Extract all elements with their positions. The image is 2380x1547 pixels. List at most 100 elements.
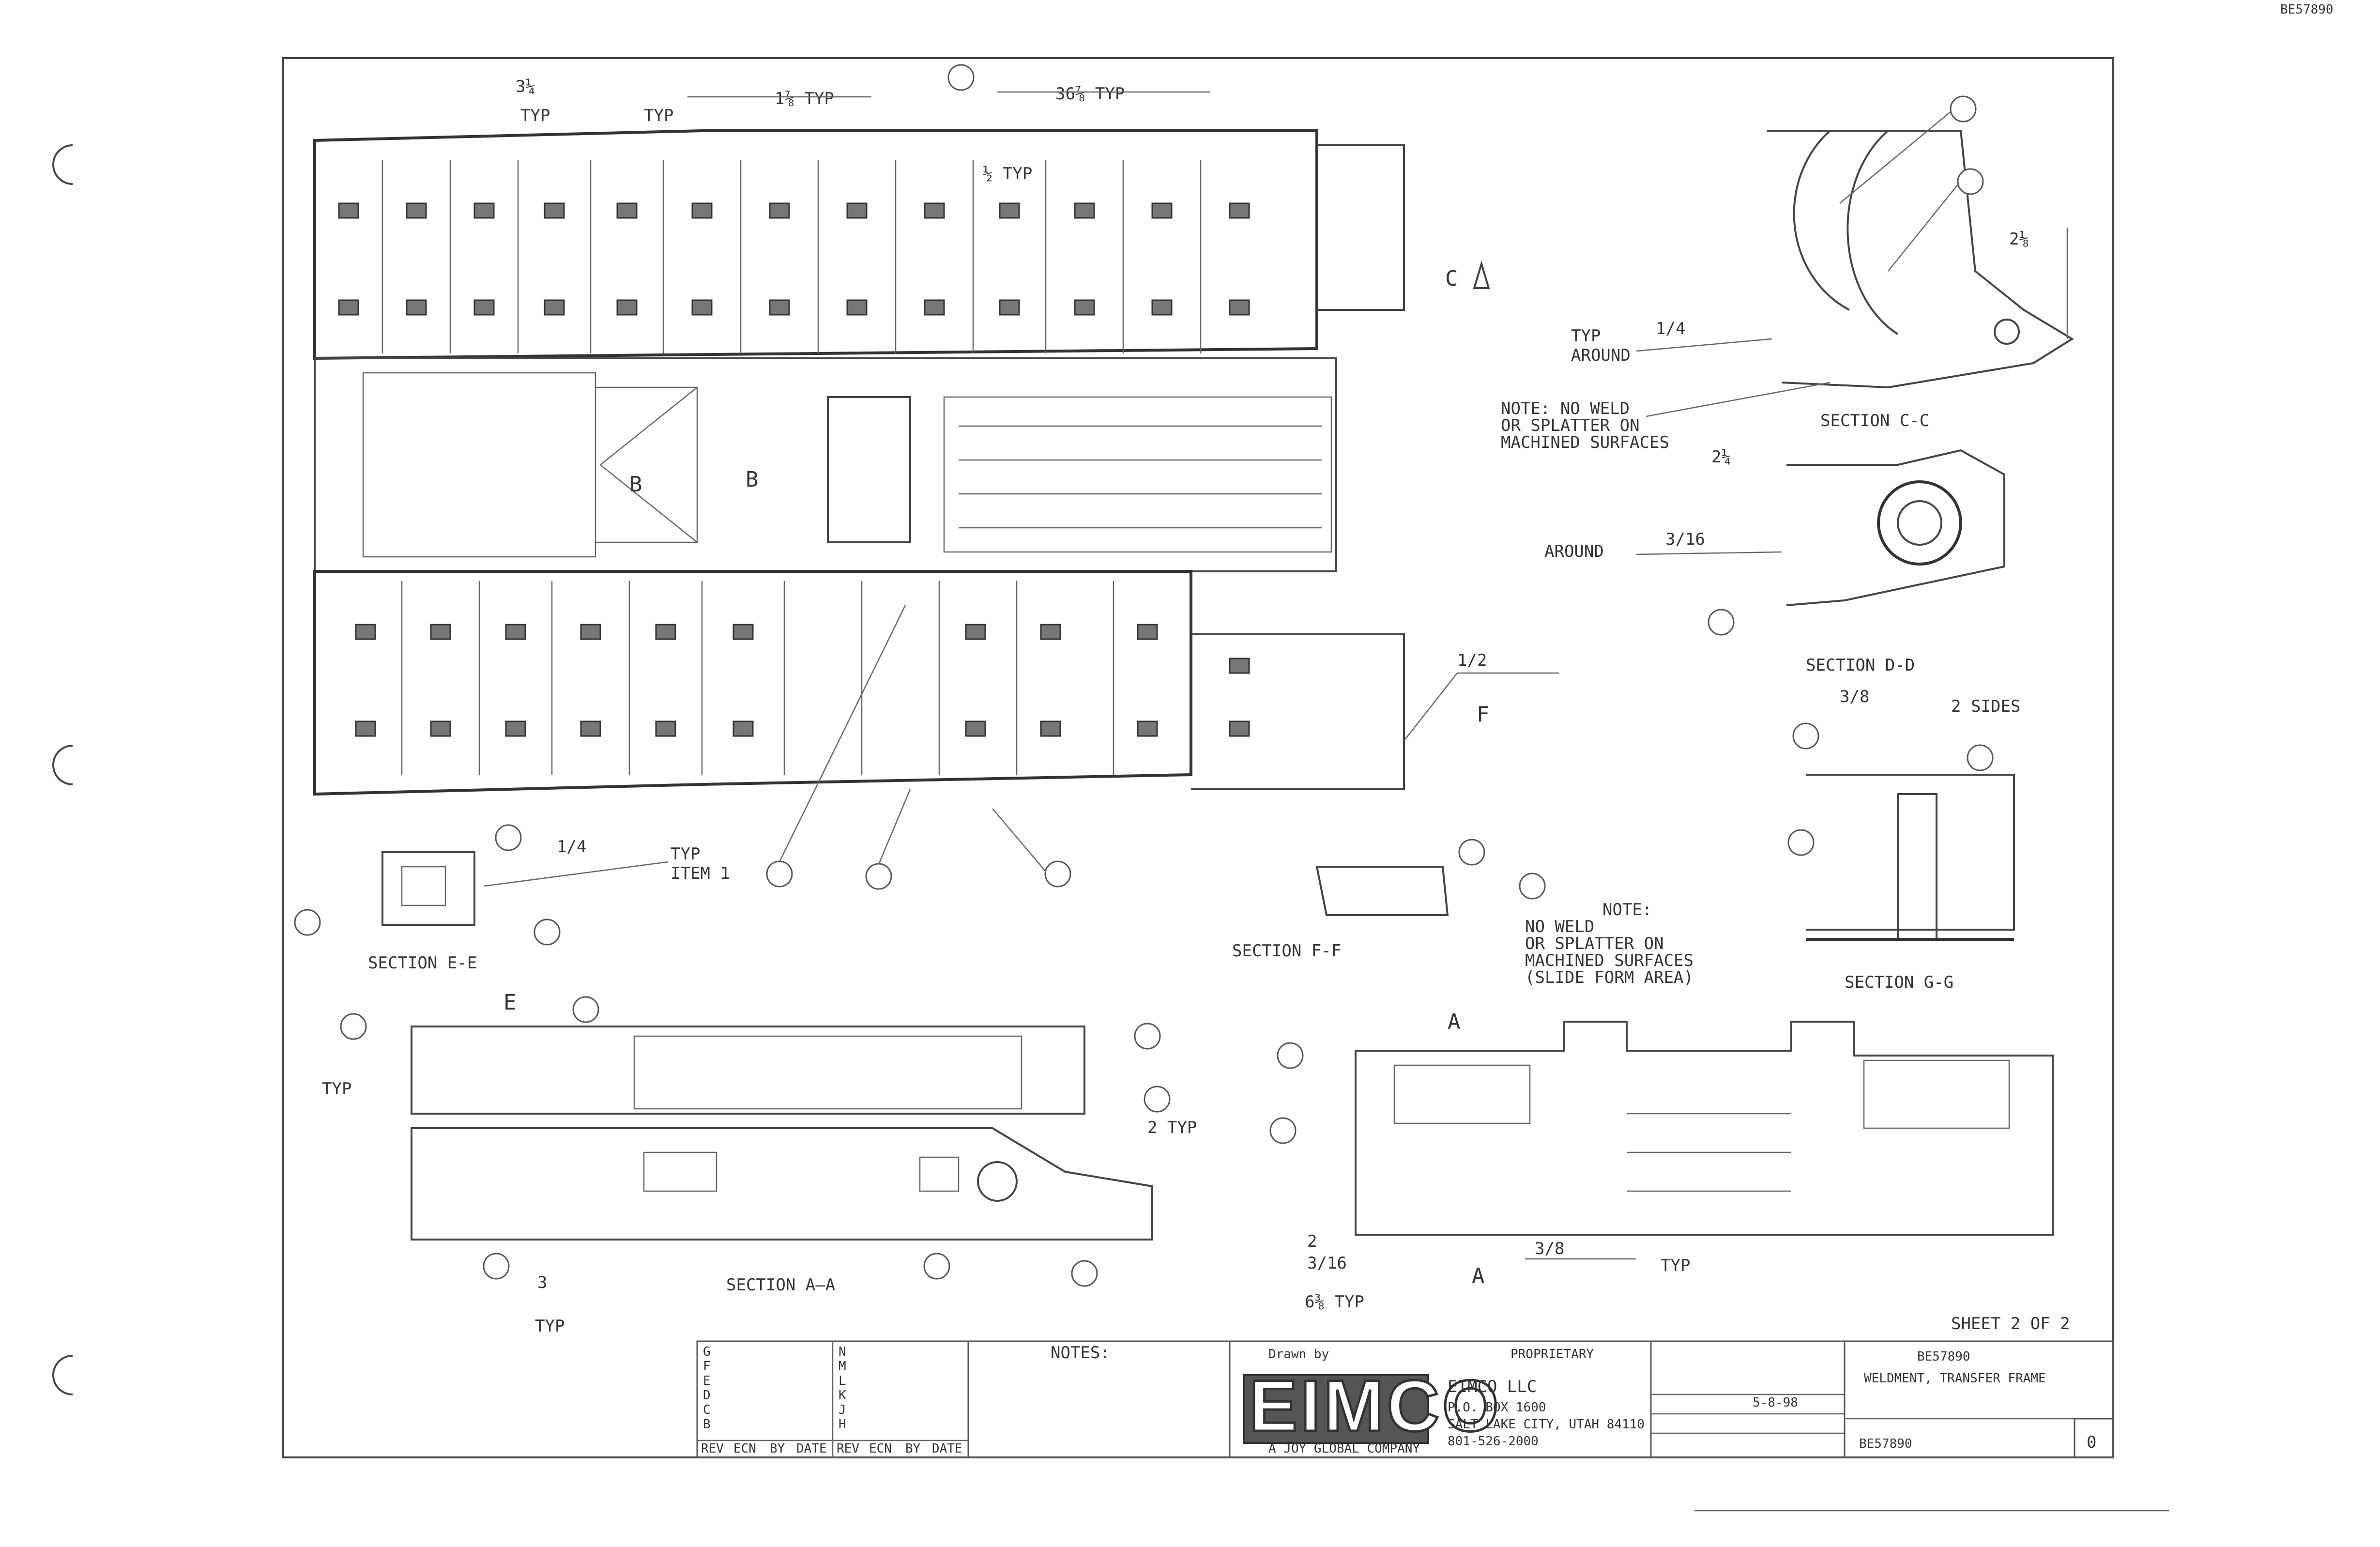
rev-row-right-6: H xyxy=(839,1417,846,1432)
company-name: EIMCO LLC xyxy=(1448,1377,1537,1396)
section-d-view: 2¼ AROUND 3/16 SECTION D-D xyxy=(1544,447,2005,675)
dim-bottom-b: 6⅜ TYP xyxy=(1305,1292,1364,1312)
approval-box xyxy=(1650,1340,1846,1458)
dim-top-d: ½ TYP xyxy=(983,164,1032,184)
middle-frame xyxy=(362,372,1332,558)
weld-quarter-item: 1/4 xyxy=(557,837,586,857)
rev-row-right-4: K xyxy=(839,1388,846,1403)
rev-row-left-2: F xyxy=(703,1359,711,1374)
drawing-border xyxy=(282,57,2114,1458)
eimco-logo-text: EIMCO xyxy=(1249,1365,1502,1446)
rev-col-1: REV xyxy=(701,1441,724,1456)
dim-left-c: 3 xyxy=(537,1273,547,1292)
eimco-logo-sub: A JOY GLOBAL COMPANY xyxy=(1268,1441,1420,1456)
note-no-weld-2: OR SPLATTER ON xyxy=(1501,416,1640,435)
section-marker-f: F xyxy=(1477,702,1490,727)
section-c-title: SECTION C-C xyxy=(1820,411,1929,430)
note-f-2: NO WELD xyxy=(1525,917,1594,936)
dim-2-typ: 2 TYP xyxy=(1147,1118,1197,1137)
drawing-number: BE57890 xyxy=(1917,1349,1970,1364)
note-no-weld-3: MACHINED SURFACES xyxy=(1501,433,1669,452)
rev-row-left-6: B xyxy=(703,1417,711,1432)
dim-c-side: 2⅛ xyxy=(2009,230,2029,249)
weld-typ-item: TYP xyxy=(671,844,700,864)
rev-col-8: DATE xyxy=(932,1441,962,1456)
section-marker-c: C xyxy=(1445,266,1458,291)
weld-three-eighths-bottom: 3/8 xyxy=(1535,1239,1564,1258)
weld-g-two-sides: 2 SIDES xyxy=(1951,697,2020,716)
weld-item-1: ITEM 1 xyxy=(671,864,730,883)
rev-col-6: ECN xyxy=(869,1441,892,1456)
rev-row-right-3: L xyxy=(839,1374,846,1388)
rev-col-5: REV xyxy=(837,1441,859,1456)
notes-title: NOTES: xyxy=(1051,1343,1110,1363)
rev-row-left-4: D xyxy=(703,1388,711,1403)
section-marker-a-top: A xyxy=(1448,1010,1461,1034)
drawn-by: Drawn by xyxy=(1268,1347,1329,1362)
title-block: REV ECN BY DATE REV ECN BY DATE G F E D … xyxy=(696,1340,2114,1458)
end-view: A A 2 3/16 6⅜ TYP 3/8 TYP xyxy=(1269,1010,2054,1312)
binder-hole xyxy=(52,1355,73,1395)
drawing-title: WELDMENT, TRANSFER FRAME xyxy=(1864,1371,2046,1386)
rev-col-3: BY xyxy=(770,1441,785,1456)
weld-c-quarter: 1/4 xyxy=(1656,319,1685,338)
section-marker-a-bottom: A xyxy=(1472,1264,1485,1288)
section-c-view: 2⅛ TYP AROUND 1/4 NOTE: NO WELD OR SPLAT… xyxy=(1501,95,2074,452)
rev-col-2: ECN xyxy=(733,1441,756,1456)
item-callout-bubble xyxy=(947,64,975,91)
drawing-date: 5-8-98 xyxy=(1753,1395,1798,1410)
sheet-number: SHEET 2 OF 2 xyxy=(1951,1314,2070,1333)
weld-typ-bottom: TYP xyxy=(1661,1256,1690,1275)
dim-top-typ: TYP xyxy=(520,106,550,125)
dim-top-a: 3¼ xyxy=(516,77,535,96)
section-a-view: E TYP 3 TYP 2 TYP SECTION A—A xyxy=(322,990,1197,1336)
weld-half: 1/2 xyxy=(1457,651,1487,670)
rev-col-4: DATE xyxy=(796,1441,827,1456)
rev-row-left-3: E xyxy=(703,1374,711,1388)
drawing-number-bottom: BE57890 xyxy=(1859,1437,1912,1451)
dim-top-b: 1⅞ TYP xyxy=(775,89,834,108)
dim-left-typ: TYP xyxy=(322,1079,351,1099)
dim-bottom-16: 3/16 xyxy=(1307,1254,1347,1273)
proprietary: PROPRIETARY xyxy=(1510,1347,1594,1362)
dim-top-typ-2: TYP xyxy=(644,106,673,125)
dim-bottom-1: 2 xyxy=(1307,1232,1317,1251)
note-no-weld-1: NOTE: NO WELD xyxy=(1501,399,1630,418)
rev-row-left-1: G xyxy=(703,1345,711,1359)
dim-bottom-typ: TYP xyxy=(535,1317,564,1336)
rev-row-right-5: J xyxy=(839,1403,846,1417)
upper-panel-row xyxy=(338,160,1250,353)
section-f-title: SECTION F-F xyxy=(1232,941,1341,961)
rev-col-7: BY xyxy=(905,1441,921,1456)
rev-row-left-5: C xyxy=(703,1403,711,1417)
section-a-title: SECTION A—A xyxy=(726,1275,835,1295)
rev-row-right-1: N xyxy=(839,1345,846,1359)
section-marker-e: E xyxy=(503,990,517,1015)
note-f-3: OR SPLATTER ON xyxy=(1525,934,1664,953)
company-address-2: SALT LAKE CITY, UTAH 84110 xyxy=(1448,1417,1645,1432)
section-e-view: SECTION E-E xyxy=(294,824,561,973)
section-g-view: 3/8 2 SIDES SECTION G-G xyxy=(1787,687,2020,992)
lower-panel-row xyxy=(355,581,1250,775)
weld-g-three-eighths: 3/8 xyxy=(1840,687,1869,706)
section-arrow-icon xyxy=(1473,260,1490,289)
corner-id: BE57890 xyxy=(2280,2,2334,17)
item-callout-bubble xyxy=(865,863,892,890)
binder-hole xyxy=(52,144,73,185)
dim-d-side: 2¼ xyxy=(1711,447,1731,467)
revision-letter: 0 xyxy=(2087,1433,2096,1452)
company-address-1: P.O. BOX 1600 xyxy=(1448,1400,1546,1415)
note-f-5: (SLIDE FORM AREA) xyxy=(1525,968,1693,987)
note-f-4: MACHINED SURFACES xyxy=(1525,951,1693,970)
section-marker-b-right: B xyxy=(746,467,759,492)
section-e-title: SECTION E-E xyxy=(368,953,477,973)
section-g-title: SECTION G-G xyxy=(1845,973,1953,992)
rev-row-right-2: M xyxy=(839,1359,846,1374)
section-marker-b-left: B xyxy=(629,472,642,497)
section-d-title: SECTION D-D xyxy=(1806,656,1915,675)
section-f-view: NOTE: NO WELD OR SPLATTER ON MACHINED SU… xyxy=(1232,839,1693,987)
weld-c-around: AROUND xyxy=(1571,346,1631,365)
dim-top-c: 36⅞ TYP xyxy=(1055,84,1125,104)
